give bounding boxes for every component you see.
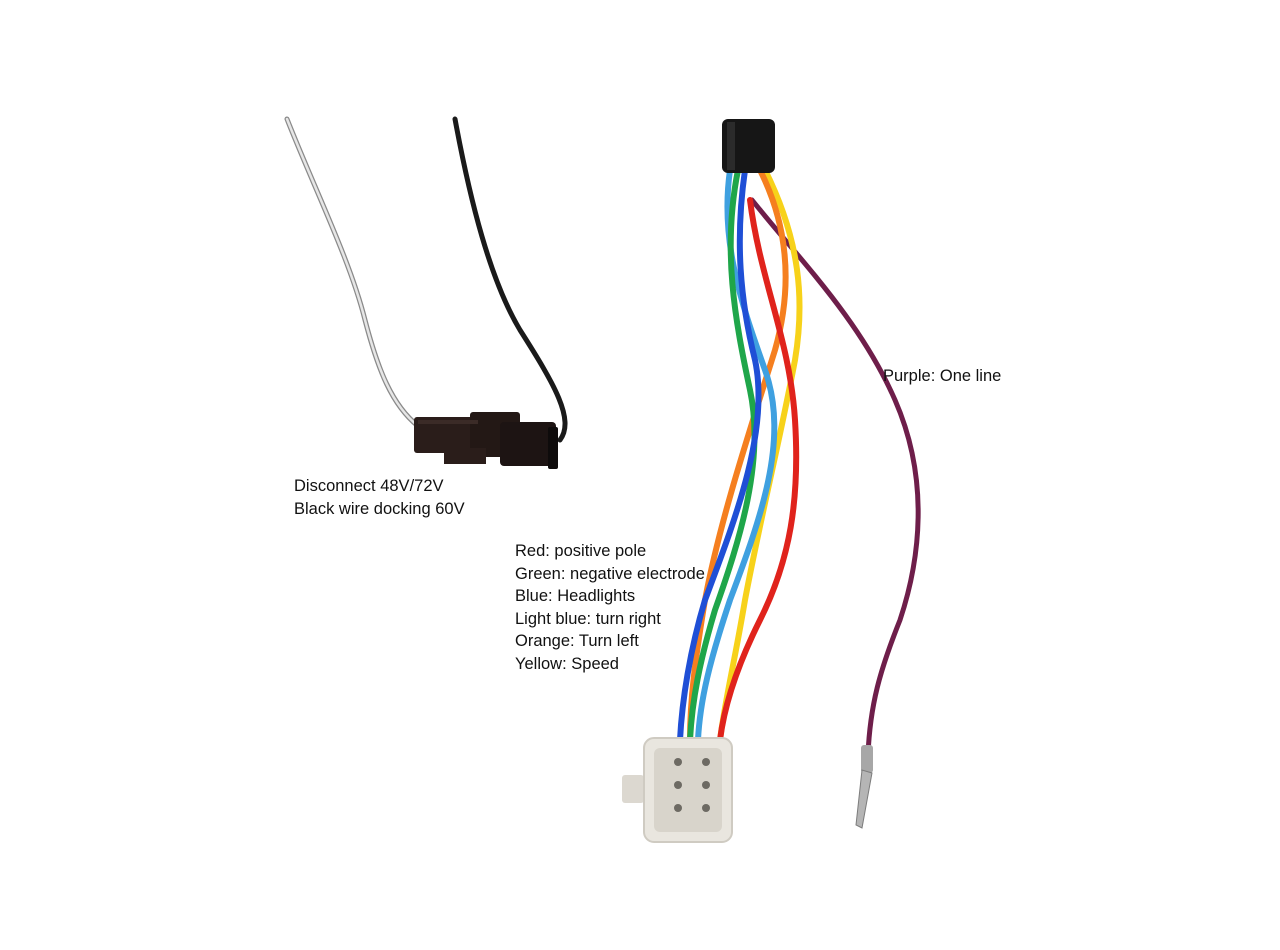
red-wire — [717, 197, 800, 743]
connector-caption: Disconnect 48V/72V Black wire docking 60… — [294, 475, 465, 520]
purple-wire — [749, 197, 921, 758]
color-code-legend: Red: positive pole Green: negative elect… — [515, 540, 705, 675]
blue-wire — [677, 167, 762, 743]
two-pin-connector — [414, 412, 558, 469]
color-code-orange: Orange: Turn left — [515, 632, 639, 650]
six-pin-connector — [622, 737, 733, 843]
purple-wire-caption: Purple: One line — [883, 365, 1001, 388]
orange-wire — [687, 167, 789, 743]
purple-wire-terminal — [855, 745, 873, 829]
connector-caption-line1: Disconnect 48V/72V — [294, 477, 444, 495]
cable-sheath — [722, 119, 775, 173]
color-code-blue: Blue: Headlights — [515, 587, 636, 605]
two-pin-connector-assembly — [284, 116, 568, 469]
color-code-red: Red: positive pole — [515, 542, 647, 560]
connector-caption-line2: Black wire docking 60V — [294, 499, 465, 518]
purple-wire-caption-text: Purple: One line — [883, 367, 1002, 385]
color-code-yellow: Yellow: Speed — [515, 654, 619, 673]
color-code-light-blue: Light blue: turn right — [515, 609, 661, 628]
green-wire — [687, 167, 758, 743]
harness-assembly — [622, 119, 921, 843]
black-wire — [452, 116, 568, 443]
color-code-green: Green: negative electrode — [515, 564, 705, 583]
white-wire-highlight — [285, 117, 420, 428]
